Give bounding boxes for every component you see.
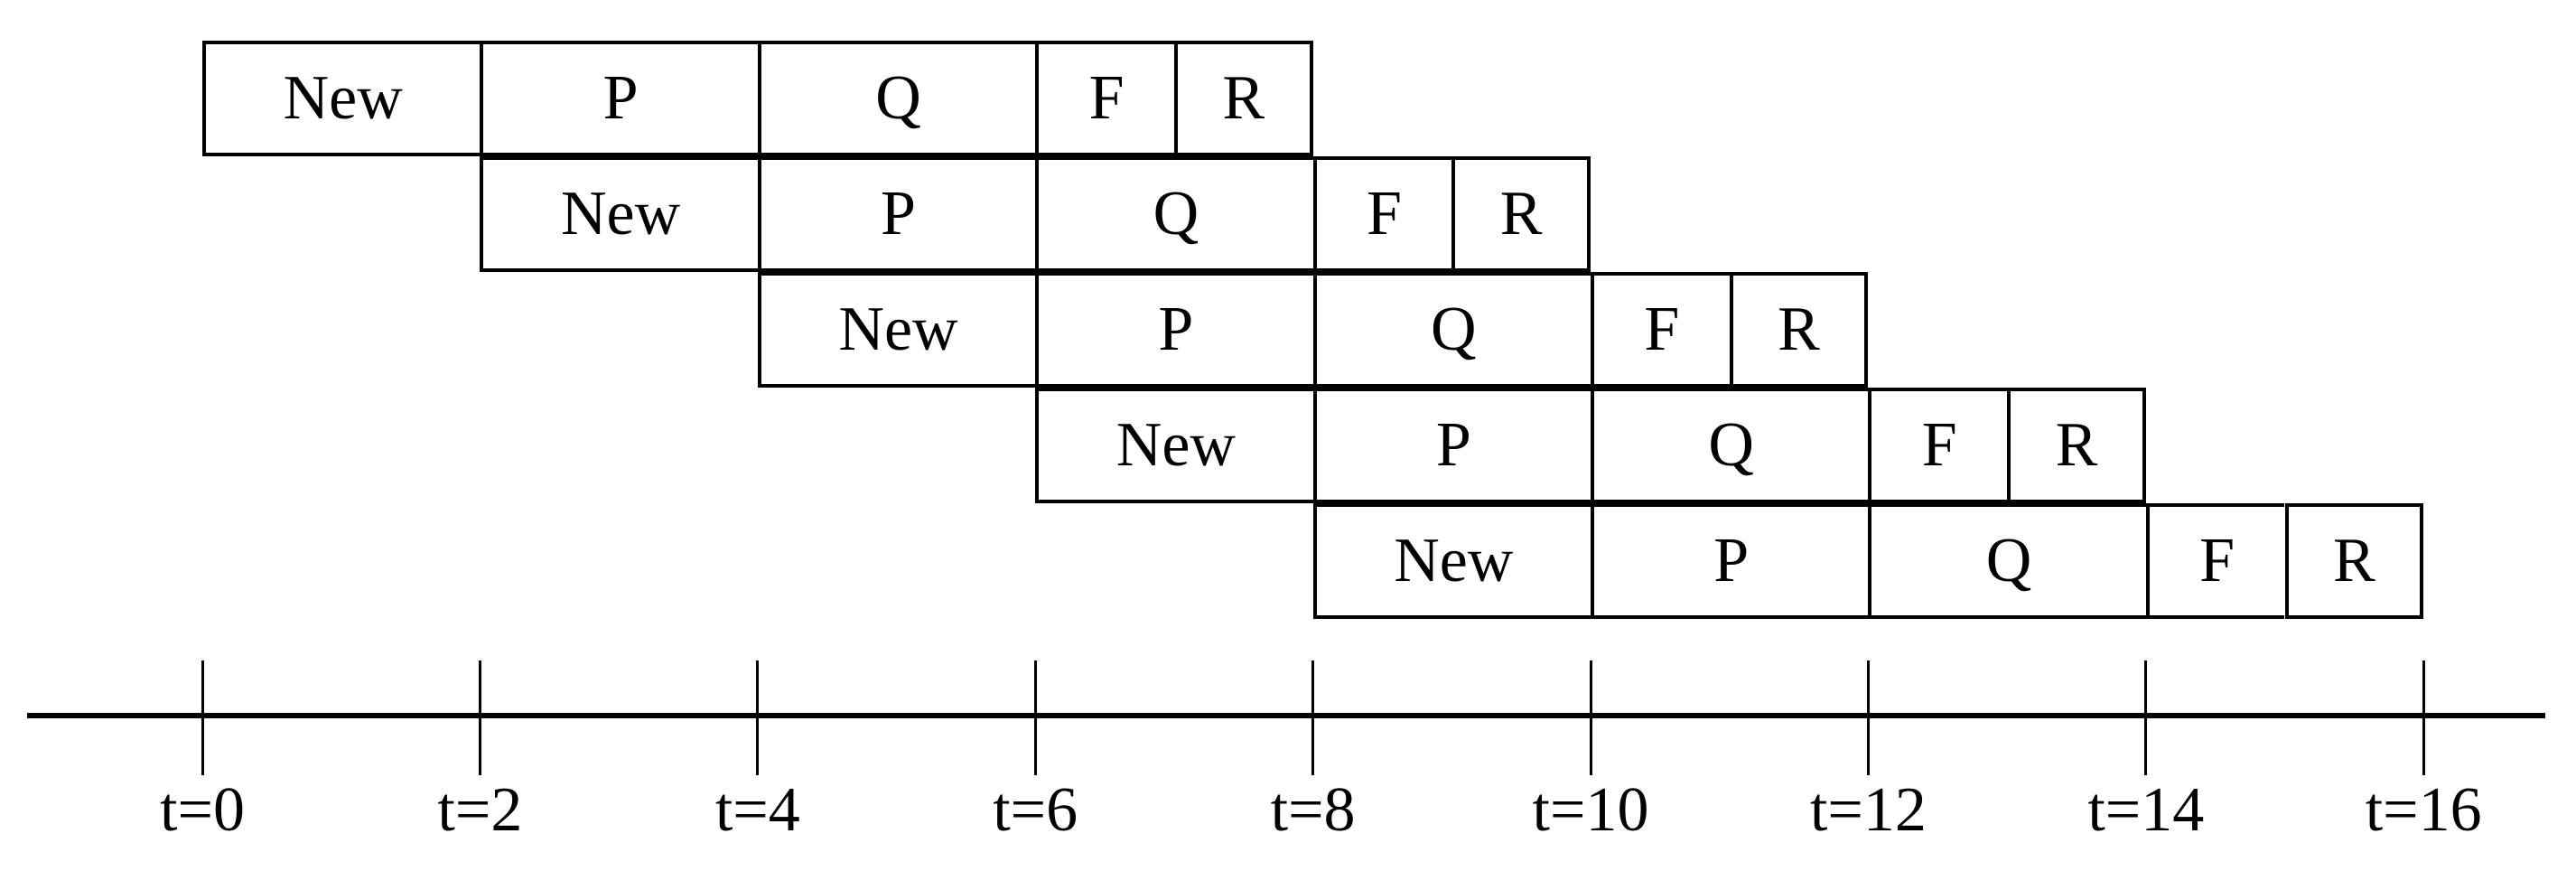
axis-tick <box>1311 660 1315 775</box>
pipeline-cell: R <box>1729 272 1869 388</box>
pipeline-cell: F <box>1591 272 1730 388</box>
axis-tick-label: t=2 <box>437 775 523 845</box>
axis-tick <box>756 660 760 775</box>
axis-tick-label: t=6 <box>993 775 1078 845</box>
pipeline-cell: New <box>1035 388 1313 503</box>
stage-label: Q <box>1153 179 1199 248</box>
stage-label: R <box>2332 526 2375 595</box>
stage-label: P <box>602 63 639 133</box>
stage-label: P <box>1158 295 1194 364</box>
pipeline-cell: F <box>2145 503 2285 619</box>
pipeline-cell: P <box>1035 272 1313 388</box>
stage-label: F <box>1088 63 1125 133</box>
stage-label: R <box>1499 179 1543 248</box>
axis-tick <box>1866 660 1870 775</box>
pipeline-cell: R <box>1173 41 1313 156</box>
axis-tick-label: t=16 <box>2365 775 2482 845</box>
stage-label: Q <box>1431 295 1477 364</box>
pipeline-cell: Q <box>757 41 1036 156</box>
axis-tick <box>1033 660 1037 775</box>
stage-label: F <box>2199 526 2235 595</box>
stage-label: F <box>1644 295 1680 364</box>
stage-label: New <box>283 63 403 133</box>
pipeline-cell: R <box>2284 503 2424 619</box>
stage-label: R <box>1222 63 1265 133</box>
axis-tick <box>478 660 481 775</box>
pipeline-cell: F <box>1035 41 1174 156</box>
axis-tick-label: t=0 <box>160 775 245 845</box>
stage-label: F <box>1366 179 1402 248</box>
axis-tick <box>2144 660 2148 775</box>
pipeline-cell: New <box>757 272 1036 388</box>
pipeline-cell: Q <box>1312 272 1591 388</box>
pipeline-cell: Q <box>1868 503 2146 619</box>
stage-label: P <box>1435 410 1471 480</box>
axis-tick-label: t=14 <box>2087 775 2205 845</box>
stage-label: Q <box>1708 410 1754 480</box>
axis-tick <box>1589 660 1592 775</box>
axis-tick <box>201 660 204 775</box>
axis-tick-label: t=12 <box>1809 775 1927 845</box>
pipeline-cell: F <box>1312 156 1452 272</box>
stage-label: R <box>1778 295 1820 364</box>
stage-label: R <box>2055 410 2098 480</box>
pipeline-cell: P <box>757 156 1036 272</box>
pipeline-cell: New <box>1312 503 1591 619</box>
pipeline-cell: R <box>1451 156 1591 272</box>
pipeline-cell: P <box>1312 388 1591 503</box>
stage-label: F <box>1921 410 1957 480</box>
stage-label: New <box>560 179 681 248</box>
axis-tick-label: t=4 <box>714 775 800 845</box>
stage-label: New <box>838 295 958 364</box>
stage-label: P <box>1713 526 1750 595</box>
axis-tick <box>2422 660 2425 775</box>
stage-label: P <box>881 179 916 248</box>
stage-label: Q <box>1985 526 2032 595</box>
pipeline-cell: Q <box>1591 388 1869 503</box>
pipeline-cell: P <box>1591 503 1869 619</box>
axis-tick-label: t=8 <box>1270 775 1356 845</box>
stage-label: Q <box>875 63 921 133</box>
pipeline-cell: New <box>202 41 481 156</box>
time-axis-line <box>27 713 2545 718</box>
axis-tick-label: t=10 <box>1532 775 1649 845</box>
stage-label: New <box>1115 410 1236 480</box>
pipeline-cell: New <box>480 156 758 272</box>
pipeline-cell: P <box>480 41 758 156</box>
pipeline-cell: Q <box>1035 156 1313 272</box>
pipeline-cell: F <box>1868 388 2008 503</box>
pipeline-cell: R <box>2007 388 2146 503</box>
stage-label: New <box>1394 526 1514 595</box>
